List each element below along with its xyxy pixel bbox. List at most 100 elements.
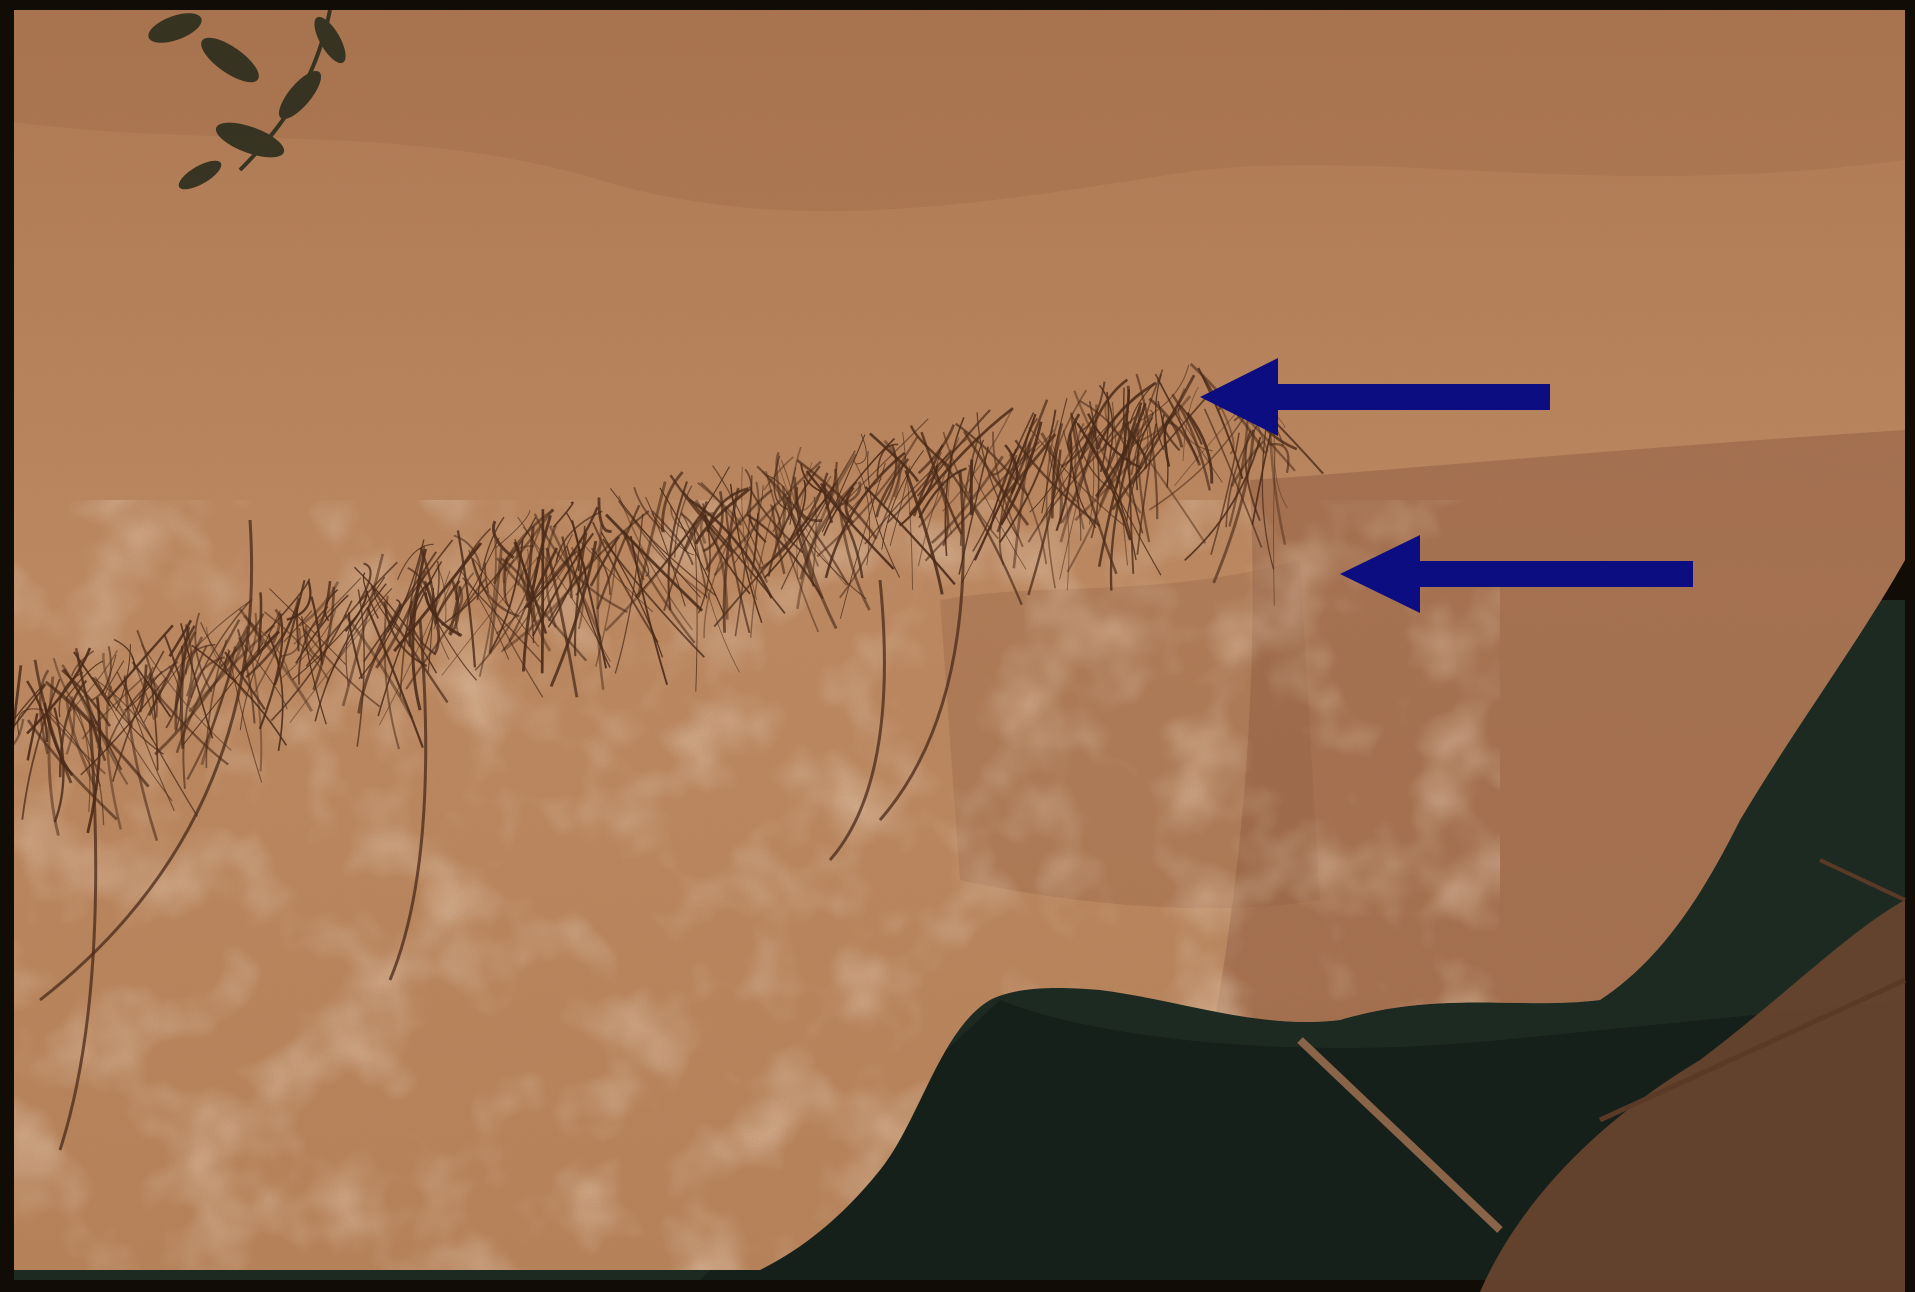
root (289, 604, 382, 724)
root (1261, 428, 1275, 570)
root (1087, 413, 1143, 470)
root (629, 535, 668, 686)
root (1111, 374, 1196, 511)
root (363, 539, 454, 663)
root (876, 443, 899, 478)
root (693, 528, 740, 673)
root (453, 534, 482, 572)
root (153, 625, 250, 756)
root (902, 432, 913, 590)
root (433, 543, 480, 630)
root (33, 659, 73, 784)
root (205, 639, 228, 769)
root (1136, 406, 1151, 543)
root (496, 557, 588, 662)
root (917, 455, 953, 529)
root (140, 644, 232, 751)
root (191, 644, 288, 746)
root (621, 530, 696, 644)
root (908, 407, 1014, 516)
root (645, 496, 686, 607)
root (301, 616, 327, 725)
root (145, 674, 162, 704)
root (1040, 392, 1141, 522)
root (883, 439, 901, 498)
root (703, 517, 742, 639)
root (748, 486, 804, 554)
root (1052, 445, 1070, 591)
root (399, 545, 426, 697)
root (253, 600, 301, 695)
root (459, 537, 500, 611)
root (1076, 422, 1132, 541)
root (1047, 447, 1078, 503)
root (634, 466, 730, 598)
root (483, 562, 490, 594)
root (188, 624, 276, 713)
root (999, 421, 1043, 526)
root (514, 538, 535, 644)
root (247, 639, 263, 772)
root (175, 619, 241, 754)
root (917, 424, 955, 475)
root (996, 399, 1049, 533)
root (834, 468, 871, 611)
root (488, 547, 503, 654)
root (578, 539, 654, 613)
root (26, 713, 39, 761)
root (293, 577, 362, 645)
root (1074, 421, 1112, 491)
root (138, 666, 154, 699)
root (821, 434, 866, 533)
root (1087, 437, 1162, 576)
root (1218, 402, 1235, 455)
root (39, 519, 254, 1002)
root (147, 625, 196, 716)
root (263, 611, 330, 681)
root (763, 456, 794, 491)
root (531, 532, 595, 637)
root (14, 665, 23, 786)
root (46, 709, 102, 787)
root (750, 503, 776, 638)
root (1184, 436, 1262, 562)
root (816, 436, 919, 558)
root (990, 412, 1035, 530)
root (540, 509, 545, 674)
root (733, 485, 764, 564)
root (239, 630, 281, 675)
root (105, 661, 179, 750)
root (544, 524, 558, 628)
root (999, 409, 1057, 543)
root (596, 524, 605, 690)
root (527, 545, 581, 635)
root (305, 561, 398, 667)
root (238, 608, 264, 645)
root (618, 500, 717, 597)
root (694, 488, 751, 545)
root (661, 471, 684, 533)
root (770, 506, 786, 575)
root (1244, 430, 1261, 521)
root (182, 645, 208, 789)
root (963, 430, 1030, 526)
root (1098, 412, 1155, 508)
root (377, 561, 443, 717)
root (594, 539, 617, 667)
debris-pile (1297, 858, 1907, 1292)
root (310, 596, 323, 665)
root (713, 498, 827, 628)
root (597, 497, 612, 533)
root (26, 680, 49, 742)
root (795, 487, 823, 522)
root (14, 683, 47, 793)
root (881, 450, 924, 550)
root (663, 519, 698, 612)
root (409, 600, 436, 655)
root (930, 470, 949, 547)
root (785, 496, 816, 587)
root (521, 514, 552, 672)
root (940, 460, 1023, 606)
root (633, 487, 666, 533)
root (1109, 428, 1139, 591)
